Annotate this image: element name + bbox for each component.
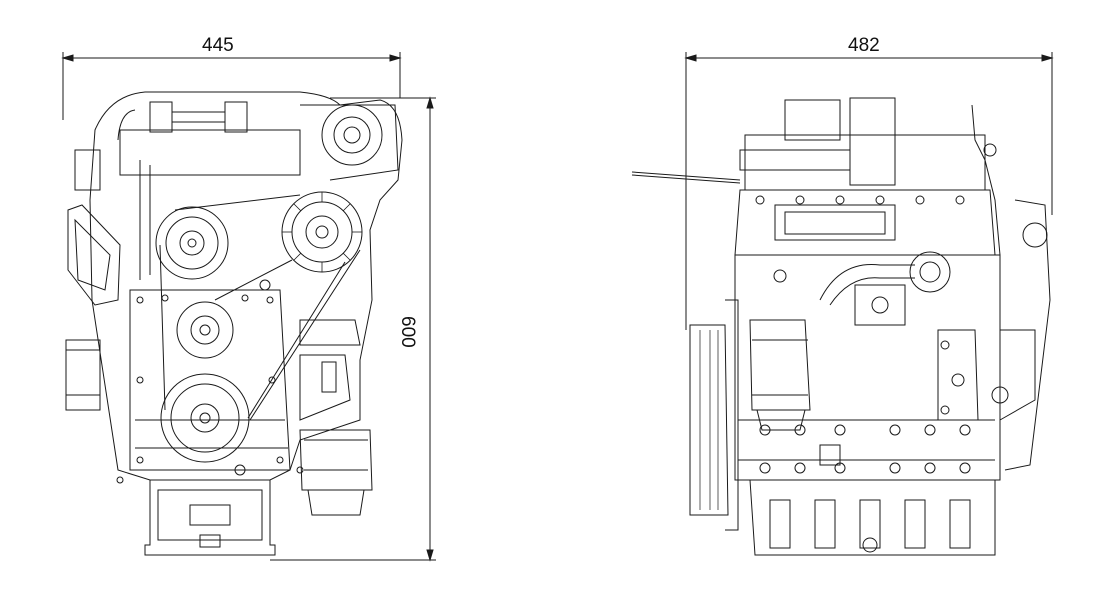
front-width-dimension-label: 445 bbox=[202, 35, 234, 56]
front-view bbox=[65, 91, 403, 556]
side-width-dimension bbox=[684, 52, 1054, 330]
side-width-dimension-label: 482 bbox=[848, 35, 880, 56]
side-view bbox=[631, 97, 1051, 556]
height-dimension bbox=[270, 96, 436, 562]
front-width-dimension bbox=[61, 52, 402, 120]
